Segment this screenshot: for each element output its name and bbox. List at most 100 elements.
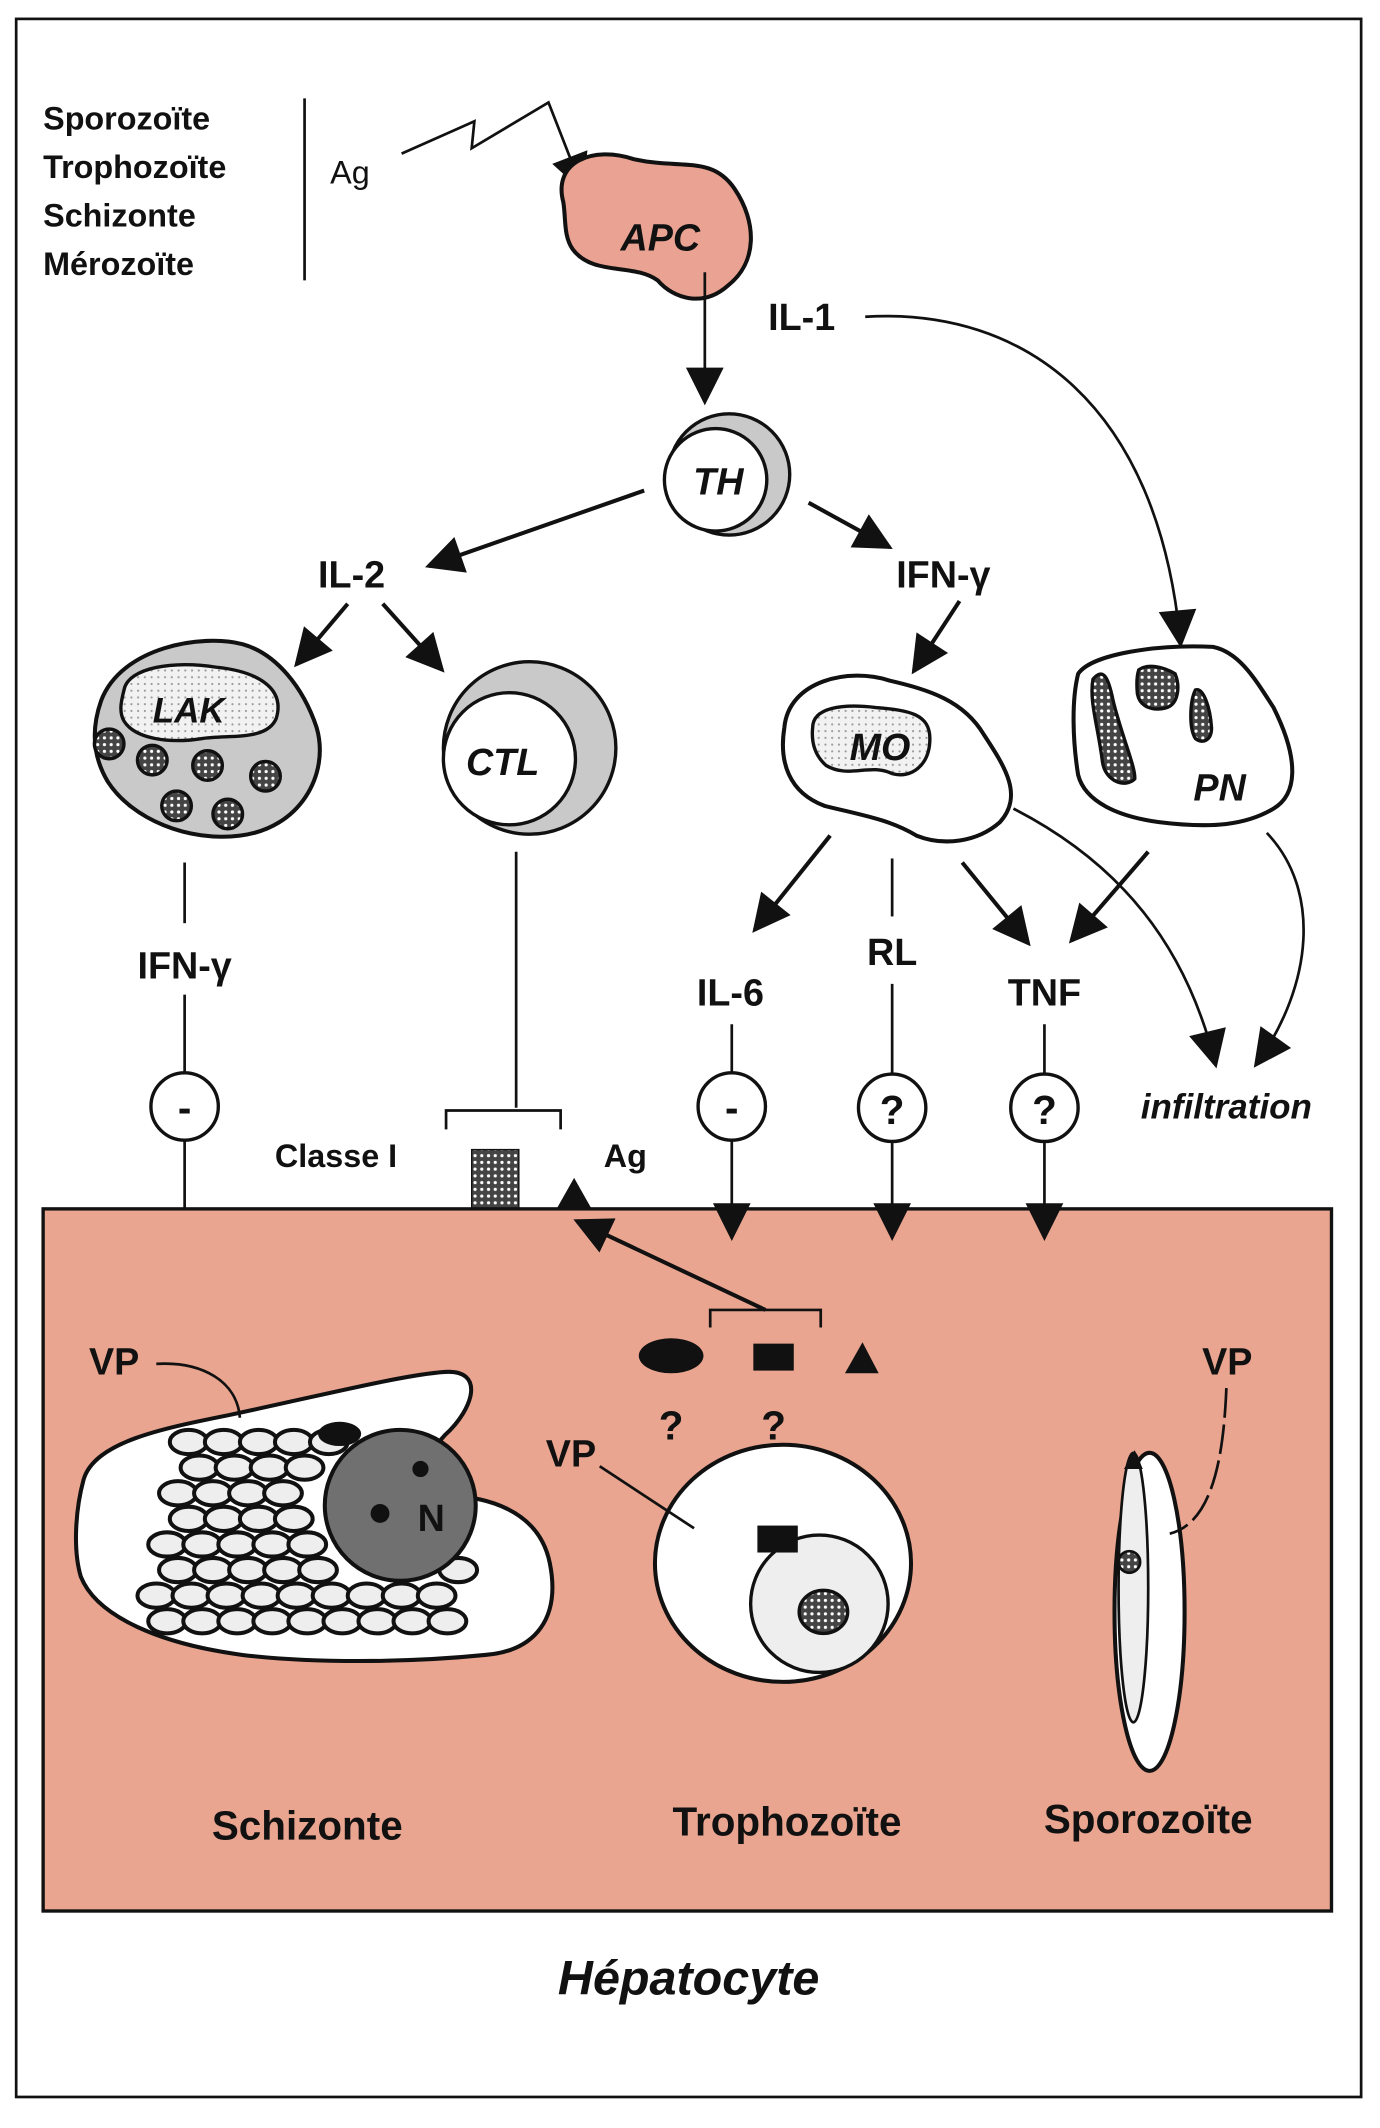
nucleus-label: N xyxy=(418,1497,445,1539)
merozoite xyxy=(251,1607,294,1636)
merozoite xyxy=(283,1453,326,1482)
tnf-label: TNF xyxy=(1008,971,1081,1013)
merozoite-cluster xyxy=(135,1427,480,1636)
parasite-antigen-square xyxy=(753,1343,794,1371)
merozoite xyxy=(275,1581,318,1610)
il1-to-pn-arrow xyxy=(865,314,1197,648)
trophozoite-nucleus xyxy=(797,1588,850,1636)
parasite-antigen-ellipse xyxy=(638,1338,704,1374)
th-cell: TH xyxy=(662,412,792,537)
merozoite xyxy=(157,1479,199,1508)
stage-legend: Sporozoïte Trophozoïte Schizonte Mérozoï… xyxy=(43,98,588,282)
lak-granule xyxy=(248,759,282,793)
classe-i-label: Classe I xyxy=(275,1138,397,1174)
merozoite xyxy=(192,1555,234,1585)
infiltration-label: infiltration xyxy=(1141,1088,1312,1127)
merozoite xyxy=(216,1530,259,1559)
merozoite xyxy=(356,1607,399,1636)
ctl-cell: CTL xyxy=(441,660,618,836)
lak-granule xyxy=(191,748,225,783)
th-label: TH xyxy=(693,461,744,503)
trophozoite: VP xyxy=(546,1432,914,1684)
merozoite xyxy=(192,1479,234,1508)
inhibit-sign: - xyxy=(725,1084,738,1130)
mo-label: MO xyxy=(850,726,911,768)
ctl-recognition-bracket xyxy=(444,1109,562,1130)
trophozoite-antigen xyxy=(757,1525,798,1553)
hepatocyte-title: Hépatocyte xyxy=(558,1952,819,2006)
merozoite xyxy=(286,1530,329,1559)
stage-label-trophozoite: Trophozoïte xyxy=(673,1799,902,1845)
merozoite xyxy=(251,1530,294,1559)
merozoite xyxy=(262,1479,304,1508)
merozoite xyxy=(205,1581,248,1610)
merozoite xyxy=(345,1581,388,1610)
sporozoite-nucleus xyxy=(1117,1549,1142,1575)
rl-label: RL xyxy=(867,931,917,973)
mo-cell: MO xyxy=(780,673,1013,844)
merozoite xyxy=(415,1581,458,1610)
vp-leader-line xyxy=(156,1362,242,1418)
lak-granule xyxy=(160,789,194,823)
merozoite xyxy=(181,1530,224,1559)
unknown-sign: ? xyxy=(880,1087,905,1133)
merozoite xyxy=(227,1555,269,1585)
il6-label: IL-6 xyxy=(697,971,764,1013)
antigen-zigzag-arrow xyxy=(401,100,588,193)
antigen-triangle xyxy=(556,1177,592,1209)
il1-label: IL-1 xyxy=(768,296,835,338)
membrane-antigen-label: Ag xyxy=(604,1138,647,1174)
parasite-antigen-triangle xyxy=(844,1342,879,1374)
unknown-mark: ? xyxy=(659,1402,684,1448)
merozoite xyxy=(213,1453,256,1482)
il2-to-ctl-arrow xyxy=(381,602,445,673)
schizonte-dark-body xyxy=(318,1421,362,1447)
th-to-ifn-arrow xyxy=(807,500,893,549)
merozoite xyxy=(146,1607,188,1636)
merozoite xyxy=(146,1530,188,1559)
merozoite xyxy=(391,1607,434,1636)
merozoite xyxy=(272,1504,315,1533)
merozoite xyxy=(286,1607,329,1636)
pn-label: PN xyxy=(1193,767,1246,809)
inhibit-badge-il6: - xyxy=(696,1071,768,1142)
vp-leader-line xyxy=(598,1465,695,1530)
merozoite xyxy=(178,1453,221,1482)
ifn-gamma-th-label: IFN-γ xyxy=(896,554,990,596)
legend-stage: Sporozoïte xyxy=(43,100,210,136)
unknown-badge-tnf: ? xyxy=(1009,1072,1080,1144)
inhibit-sign: - xyxy=(178,1084,191,1130)
vp-label-schizonte: VP xyxy=(89,1341,139,1383)
schizonte-nucleus xyxy=(322,1427,478,1583)
lak-granule xyxy=(135,743,169,777)
merozoite xyxy=(272,1427,315,1457)
merozoite xyxy=(167,1504,210,1533)
merozoite xyxy=(426,1607,469,1636)
merozoite xyxy=(321,1607,364,1636)
merozoite xyxy=(297,1555,339,1585)
merozoite xyxy=(135,1581,178,1610)
merozoite xyxy=(248,1453,291,1482)
merozoite xyxy=(202,1427,245,1457)
il2-label: IL-2 xyxy=(318,554,385,596)
merozoite xyxy=(237,1427,280,1457)
merozoite xyxy=(310,1581,353,1610)
merozoite xyxy=(216,1607,259,1636)
pn-cell: PN xyxy=(1071,644,1295,828)
apc-cell: APC xyxy=(559,152,753,301)
mo-to-infiltration-arrow xyxy=(1012,807,1226,1069)
merozoite xyxy=(181,1607,224,1636)
pn-granule xyxy=(1189,688,1214,743)
nucleolus xyxy=(412,1460,429,1478)
apc-label: APC xyxy=(620,217,701,259)
mhc-class-i-molecule xyxy=(471,1148,520,1210)
legend-stage: Schizonte xyxy=(43,197,196,233)
sporozoite-body xyxy=(1117,1451,1150,1724)
ctl-label: CTL xyxy=(466,741,539,783)
legend-stage: Mérozoïte xyxy=(43,246,194,282)
nucleolus xyxy=(370,1504,390,1523)
lak-label: LAK xyxy=(153,691,228,730)
unknown-sign: ? xyxy=(1032,1087,1057,1133)
lak-cell: LAK xyxy=(92,638,322,839)
